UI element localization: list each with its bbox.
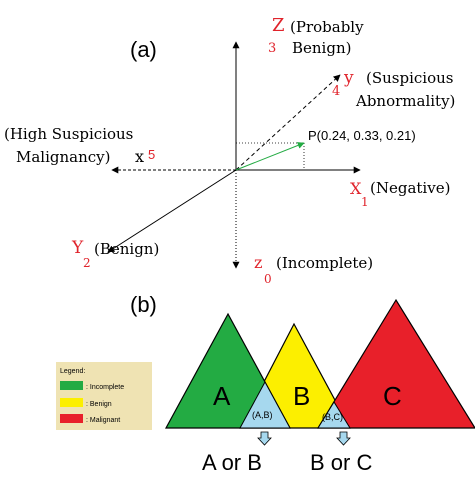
axis-y-index: 4 — [332, 84, 340, 99]
outcome-A-or-B: A or B — [202, 450, 262, 475]
axis-Z-name-1: (Probably — [290, 18, 364, 36]
triangle-C — [316, 298, 475, 429]
axis-X-letter: X — [350, 179, 362, 198]
axis-label-X: X 1 (Negative) — [350, 179, 450, 209]
axis-Z-letter: Z — [272, 15, 285, 36]
axis-label-Z: Z 3 (Probably Benign) — [268, 15, 364, 57]
axis-y-letter: y — [343, 68, 354, 88]
axis-z-name: (Incomplete) — [276, 254, 373, 272]
triangle-B-label: B — [293, 381, 310, 411]
point-vector — [235, 142, 305, 171]
axis-Y-line — [107, 169, 237, 253]
axis-Y-letter: Y — [71, 238, 84, 258]
axes — [107, 41, 361, 269]
legend-label-benign: : Benign — [86, 401, 112, 408]
legend-label-malignant: : Malignant — [86, 417, 120, 424]
projection-lines — [236, 142, 305, 170]
overlap-BC-label: (B,C) — [322, 412, 343, 422]
legend-swatch-incomplete — [60, 381, 83, 390]
triangle-A-label: A — [213, 381, 231, 411]
axis-X-name: (Negative) — [370, 179, 450, 197]
axis-label-x: (High Suspicious Malignancy) x 5 — [4, 125, 155, 166]
legend-swatch-malignant — [60, 414, 83, 423]
axis-x-index: 5 — [148, 147, 155, 162]
panel-a-label: (a) — [130, 37, 157, 62]
axis-y-line — [235, 74, 341, 171]
legend-title: Legend: — [60, 368, 85, 375]
overlap-BC — [317, 401, 351, 429]
legend-label-incomplete: : Incomplete — [86, 384, 124, 391]
axis-Y-name: (Benign) — [94, 240, 159, 258]
point-label: P(0.24, 0.33, 0.21) — [308, 128, 416, 143]
legend: Legend: : Incomplete : Benign : Malignan… — [56, 362, 152, 430]
axis-label-Y: Y 2 (Benign) — [71, 238, 159, 270]
triangle-C-label: C — [383, 381, 402, 411]
axis-label-z: z 0 (Incomplete) — [254, 253, 373, 286]
axis-x-name-2: Malignancy) — [16, 148, 111, 166]
axis-Y-index: 2 — [83, 256, 91, 270]
axis-x-letter: x — [135, 147, 144, 166]
overlap-AB-label: (A,B) — [252, 410, 273, 420]
down-arrow-AB — [257, 431, 272, 446]
outcome-B-or-C: B or C — [310, 450, 372, 475]
axis-Z-name-2: Benign) — [292, 39, 351, 57]
axis-y-name-2: Abnormality) — [355, 92, 455, 110]
axis-x-name-1: (High Suspicious — [4, 125, 133, 143]
axis-z-letter: z — [254, 253, 262, 272]
legend-swatch-benign — [60, 398, 83, 407]
axis-y-name-1: (Suspicious — [366, 69, 453, 87]
panel-b-label: (b) — [130, 292, 157, 317]
down-arrow-BC — [336, 431, 351, 446]
axis-X-index: 1 — [361, 195, 369, 209]
axis-Z-index: 3 — [268, 41, 276, 56]
overlap-AB — [239, 380, 291, 429]
axis-label-y: y 4 (Suspicious Abnormality) — [332, 68, 455, 110]
axis-z-index: 0 — [264, 272, 272, 286]
